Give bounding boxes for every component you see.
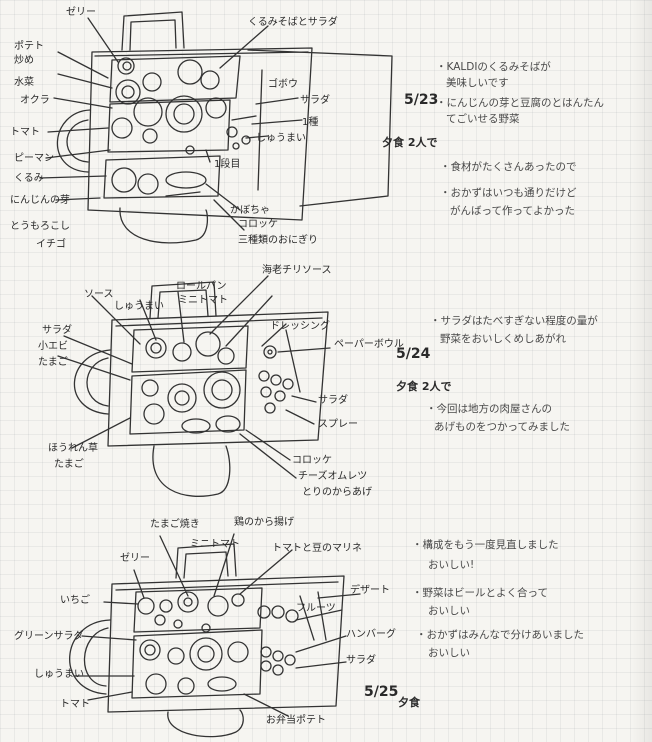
sketch3-label-shumai: しゅうまい (34, 670, 84, 681)
sketch3-label-bento-potato: お弁当ポテト (266, 716, 326, 727)
sketch3-note-4: おいしい (428, 604, 470, 618)
sketch3-note-2: おいしい! (428, 558, 474, 572)
sketch3-label-green-salad: グリーンサラダ (14, 632, 84, 643)
sketch3-label-fruit: フルーツ (296, 604, 336, 615)
sketch3-meta: 夕食 (398, 694, 420, 710)
sketch3-label-hamburg: ハンバーグ (346, 630, 396, 641)
sketch3-label-tomato-marinade: トマトと豆のマリネ (272, 544, 362, 555)
sketch3-label-mini-tomato: ミニトマト (190, 540, 240, 551)
sketch3-label-tamagoyaki: たまご焼き (150, 520, 200, 531)
sketch3-note-6: おいしい (428, 646, 470, 660)
sketch3-date: 5/25 (364, 684, 398, 700)
sketch3-label-salad: サラダ (346, 656, 376, 667)
sketch3-note-1: ・構成をもう一度見直しました (412, 538, 559, 552)
sketch3-label-dessert: デザート (350, 586, 390, 597)
sketch3-note-5: ・おかずはみんなで分けあいました (416, 628, 584, 642)
sketch3-label-strawberry: いちご (60, 596, 90, 607)
sketch3-label-karaage: 鶏のから揚げ (234, 518, 294, 529)
sketch3-note-3: ・野菜はビールとよく合って (412, 586, 548, 600)
sketch3-label-jelly: ゼリー (120, 554, 150, 565)
sketch3-label-tomato: トマト (60, 700, 90, 711)
